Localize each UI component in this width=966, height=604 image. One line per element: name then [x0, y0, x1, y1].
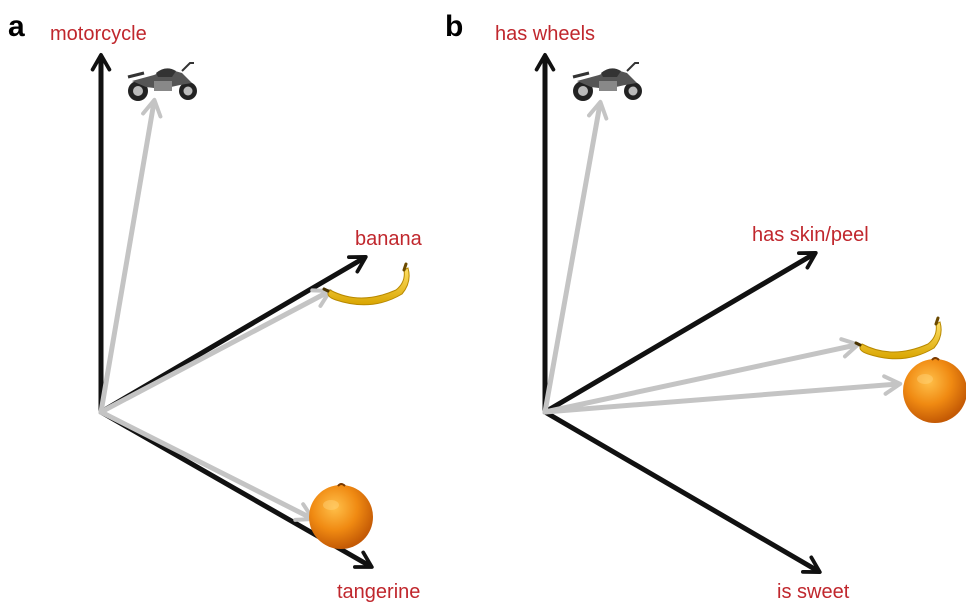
panel-a-letter: a [8, 10, 25, 43]
axis-label-has-wheels: has wheels [495, 23, 595, 45]
banana-icon [322, 262, 411, 307]
vector-tangerine [98, 409, 315, 522]
axis-label-is-sweet: is sweet [777, 581, 850, 603]
banana-icon [854, 316, 943, 361]
vector-banana [542, 337, 861, 415]
vector-motorcycle [542, 99, 609, 415]
vector-motorcycle [98, 97, 163, 415]
axis-is-sweet [542, 409, 822, 574]
panel-b: b has wheels has skin/peel is sweet [445, 10, 966, 603]
vector-banana [98, 288, 332, 415]
tangerine-icon [902, 357, 966, 424]
panel-b-letter: b [445, 10, 463, 43]
axis-label-tangerine: tangerine [337, 581, 420, 603]
axis-label-has-skin-peel: has skin/peel [752, 224, 869, 246]
motorcycle-icon [571, 61, 644, 103]
motorcycle-icon [126, 61, 199, 103]
axis-label-banana: banana [355, 228, 423, 250]
axis-has-skin-peel [542, 251, 818, 415]
panel-a: a motorcycle banana tangerine [8, 10, 423, 603]
tangerine-icon [308, 483, 374, 550]
vector-tangerine [542, 374, 903, 415]
axis-label-motorcycle: motorcycle [50, 23, 147, 45]
